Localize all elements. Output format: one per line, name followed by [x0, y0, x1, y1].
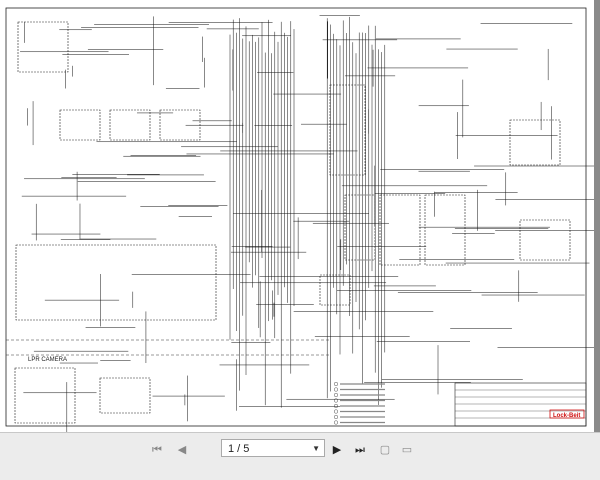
page-number-input[interactable]: 1 / 5 ▼ — [221, 439, 325, 457]
wiring-schematic — [5, 7, 594, 432]
component-box — [319, 274, 351, 306]
next-page-button[interactable]: ▶ — [330, 441, 344, 459]
document-view: LPR CAMERA Lock-Beit — [0, 0, 600, 432]
component-box — [379, 194, 421, 266]
sheet-border — [5, 7, 587, 427]
legend-marker — [334, 415, 339, 420]
logo-box — [549, 409, 585, 419]
vertical-scrollbar[interactable] — [594, 0, 600, 432]
previous-page-button[interactable]: ◀ — [175, 441, 189, 459]
next-page-icon: ▶ — [332, 444, 342, 456]
legend-marker — [334, 382, 339, 387]
component-box — [109, 109, 151, 141]
fit-page-button[interactable]: ▢ — [378, 441, 392, 459]
legend-marker — [334, 404, 339, 409]
component-box — [59, 109, 101, 141]
component-box — [519, 219, 571, 261]
title-block — [454, 382, 587, 427]
section-label-lpr-camera: LPR CAMERA — [28, 357, 68, 363]
component-box — [344, 194, 376, 261]
legend-marker — [334, 409, 339, 414]
component-box — [159, 109, 201, 141]
page-indicator: 1 / 5 — [228, 443, 250, 455]
component-box — [15, 244, 217, 321]
component-box — [14, 367, 76, 424]
fit-width-icon: ▭ — [401, 444, 413, 456]
component-box — [329, 84, 366, 176]
legend-marker — [334, 420, 339, 425]
first-page-button[interactable]: ⏮ — [150, 441, 164, 459]
last-page-button[interactable]: ⏭ — [352, 441, 368, 459]
last-page-icon: ⏭ — [355, 444, 365, 456]
fit-page-icon: ▢ — [379, 444, 391, 456]
previous-page-icon: ◀ — [177, 444, 187, 456]
chevron-down-icon[interactable]: ▼ — [312, 444, 320, 453]
title-block-logo: Lock-Beit — [553, 413, 581, 419]
fit-width-button[interactable]: ▭ — [400, 441, 414, 459]
component-box — [99, 377, 151, 414]
pdf-toolbar: ⏮ ◀ 1 / 5 ▼ ▶ ⏭ ▢ ▭ — [0, 432, 600, 480]
component-box — [424, 194, 466, 266]
legend-marker — [334, 393, 339, 398]
component-box — [509, 119, 561, 166]
legend-marker — [334, 398, 339, 403]
component-box — [17, 21, 69, 73]
first-page-icon: ⏮ — [152, 444, 162, 456]
legend-marker — [334, 387, 339, 392]
